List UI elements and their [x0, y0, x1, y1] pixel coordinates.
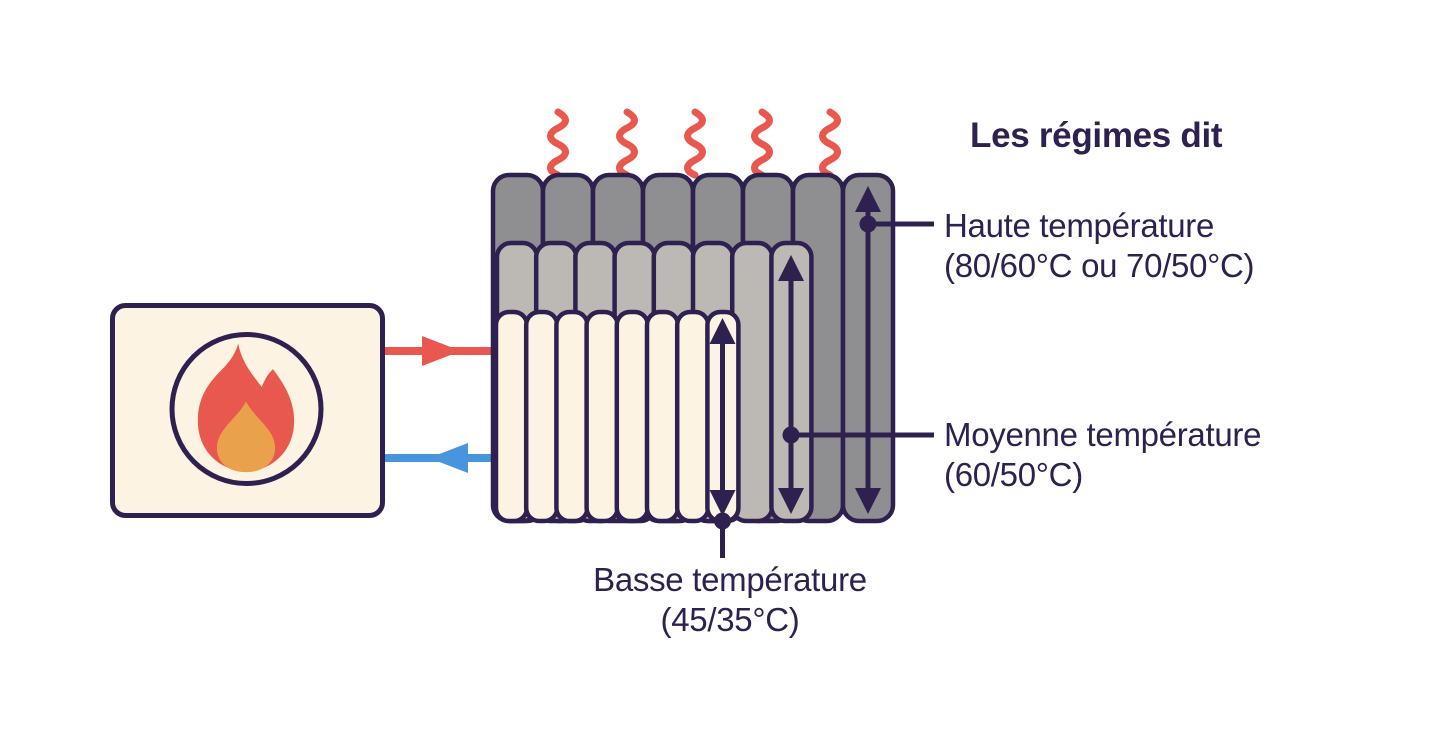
radiator-column — [644, 309, 681, 524]
label-moyenne-temperature: Moyenne température (60/50°C) — [944, 415, 1261, 495]
radiator-column — [584, 309, 620, 524]
radiator-layer-basse — [493, 309, 741, 524]
heat-wave-icon — [751, 108, 773, 179]
boiler — [110, 303, 385, 518]
connector-dot — [859, 215, 877, 233]
arrow-down-icon — [855, 488, 881, 514]
label-haute-line1: Haute température — [944, 207, 1215, 244]
diagram-title: Les régimes dit — [970, 116, 1223, 155]
flame-icon — [197, 343, 295, 473]
label-basse-line2: (45/35°C) — [660, 601, 800, 638]
heat-wave-icon — [547, 108, 569, 179]
arrow-down-icon — [709, 490, 736, 516]
return-arrow-left-icon — [429, 443, 468, 473]
flame-inner — [216, 401, 276, 473]
label-basse-line1: Basse température — [593, 561, 867, 598]
heat-waves — [547, 108, 841, 179]
label-haute-line2: (80/60°C ou 70/50°C) — [944, 247, 1255, 284]
measure-arrow-moyenne — [778, 255, 934, 514]
radiator-column — [523, 309, 560, 524]
measure-arrow-basse — [709, 318, 736, 558]
supply-arrow-right-icon — [422, 336, 461, 366]
connector-dot — [782, 426, 800, 444]
measure-arrows — [709, 186, 934, 558]
label-haute-temperature: Haute température (80/60°C ou 70/50°C) — [944, 206, 1255, 286]
measure-arrow-haute — [855, 186, 934, 514]
radiator-column — [614, 309, 651, 524]
radiator-column — [554, 309, 590, 524]
label-basse-temperature: Basse température (45/35°C) — [555, 560, 905, 640]
radiator-column — [493, 309, 530, 524]
radiator — [490, 172, 896, 524]
label-moyenne-line2: (60/50°C) — [944, 456, 1083, 493]
label-moyenne-line1: Moyenne température — [944, 416, 1262, 453]
pipes — [385, 336, 500, 473]
connector-dot — [714, 512, 731, 530]
arrow-up-icon — [855, 186, 881, 212]
arrow-up-icon — [709, 318, 736, 344]
arrow-up-icon — [778, 255, 804, 281]
heat-wave-icon — [684, 108, 706, 179]
heat-wave-icon — [616, 108, 638, 179]
heat-wave-icon — [819, 108, 841, 179]
radiator-column — [674, 309, 711, 524]
arrow-down-icon — [778, 488, 804, 514]
